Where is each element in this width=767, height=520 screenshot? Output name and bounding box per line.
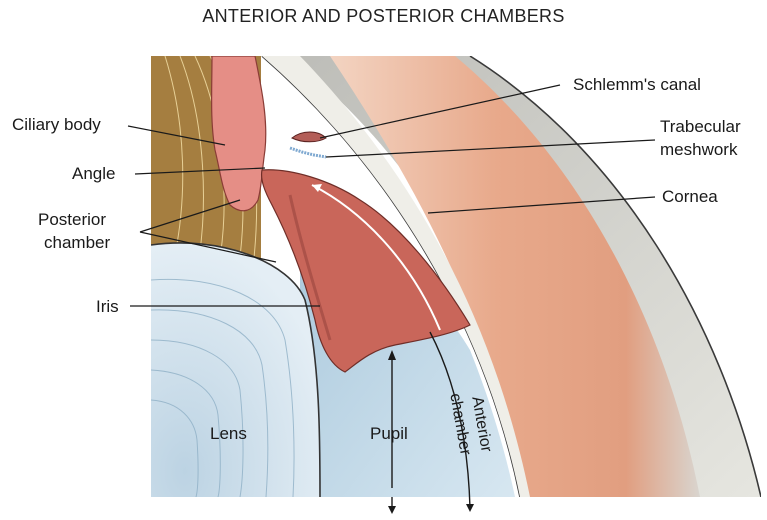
- trabecular-meshwork-shape: [290, 148, 326, 157]
- label-posterior-line1: Posterior: [38, 209, 106, 230]
- label-ciliary-body: Ciliary body: [12, 114, 101, 135]
- label-lens: Lens: [210, 423, 247, 444]
- label-trabecular-line1: Trabecular: [660, 116, 741, 137]
- label-cornea: Cornea: [662, 186, 718, 207]
- label-pupil: Pupil: [370, 423, 408, 444]
- label-posterior-line2: chamber: [44, 232, 110, 253]
- schlemms-canal-shape: [292, 132, 326, 142]
- diagram-title: ANTERIOR AND POSTERIOR CHAMBERS: [0, 6, 767, 27]
- label-schlemms-canal: Schlemm's canal: [573, 74, 701, 95]
- label-iris: Iris: [96, 296, 119, 317]
- label-angle: Angle: [72, 163, 115, 184]
- label-trabecular-line2: meshwork: [660, 139, 737, 160]
